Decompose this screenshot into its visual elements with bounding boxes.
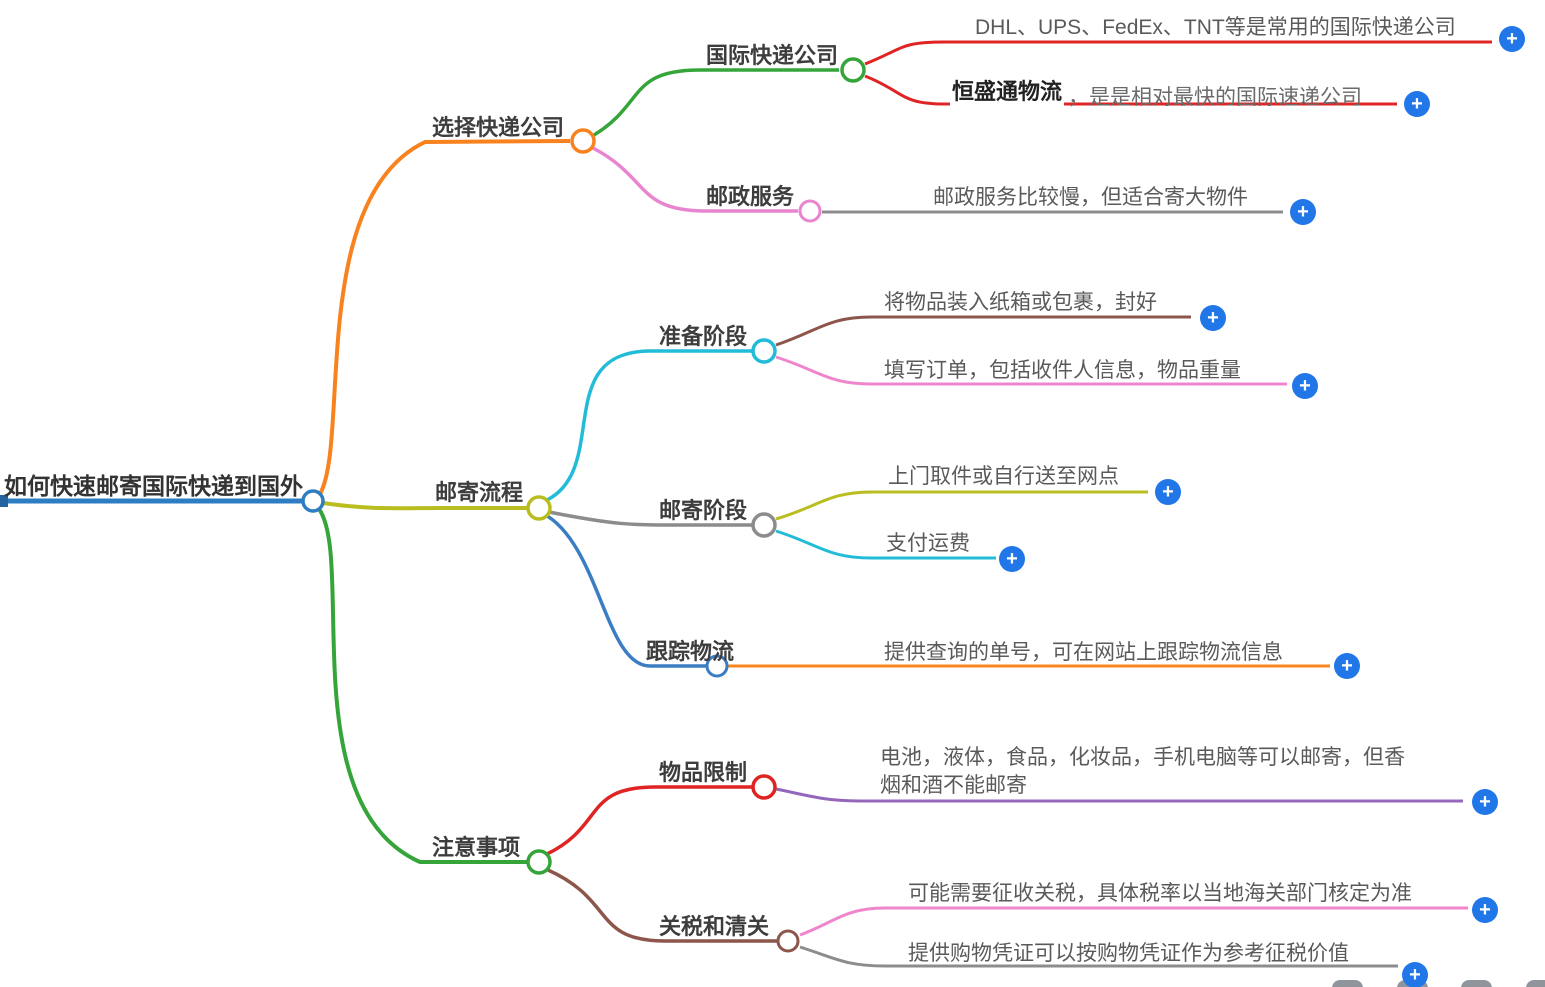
leaf-label-fill-order[interactable]: 填写订单，包括收件人信息，物品重量	[884, 359, 1241, 382]
branch-line-mail-process	[322, 501, 527, 511]
leaf-label-pay-freight[interactable]: 支付运费	[886, 532, 970, 555]
node-label-mail-process[interactable]: 邮寄流程	[435, 480, 524, 505]
node-toggle-notes[interactable]	[526, 849, 552, 875]
branch-line-tracking	[543, 512, 706, 668]
leaf-line-pay-freight	[775, 529, 996, 560]
add-child-button[interactable]: +	[1292, 373, 1318, 399]
leaf-label-postal-slow[interactable]: 邮政服务比较慢，但适合寄大物件	[933, 186, 1248, 209]
add-child-button[interactable]: +	[1472, 789, 1498, 815]
toolbar-button-partial[interactable]	[1526, 980, 1545, 987]
leaf-label-tracking-number[interactable]: 提供查询的单号，可在网站上跟踪物流信息	[884, 641, 1283, 664]
node-label-intl-courier[interactable]: 国际快递公司	[706, 43, 839, 68]
add-child-button[interactable]: +	[1402, 962, 1428, 987]
add-child-button[interactable]: +	[1404, 91, 1430, 117]
node-label-customs[interactable]: 关税和清关	[659, 914, 770, 939]
branch-line-intl-courier	[593, 68, 839, 137]
node-toggle-root[interactable]	[301, 489, 325, 513]
leaf-label-pack-box[interactable]: 将物品装入纸箱或包裹，封好	[884, 291, 1157, 314]
leaf-label-pickup[interactable]: 上门取件或自行送至网点	[888, 465, 1119, 488]
branch-line-notes	[317, 507, 527, 864]
leaf-label-receipt[interactable]: 提供购物凭证可以按购物凭证作为参考征税价值	[908, 942, 1349, 965]
node-toggle-tracking[interactable]	[705, 654, 729, 678]
add-child-button[interactable]: +	[1290, 199, 1316, 225]
branch-line-postal	[592, 146, 798, 213]
leaf-label-tariff[interactable]: 可能需要征收关税，具体税率以当地海关部门核定为准	[908, 882, 1412, 905]
add-child-button[interactable]: +	[1499, 26, 1525, 52]
node-label-choose-company[interactable]: 选择快递公司	[432, 115, 565, 140]
add-child-button[interactable]: +	[999, 546, 1025, 572]
node-toggle-prepare[interactable]	[751, 338, 777, 364]
node-label-item-restrictions[interactable]: 物品限制	[659, 760, 748, 785]
node-toggle-choose-company[interactable]	[570, 128, 596, 154]
node-toggle-mail-process[interactable]	[526, 495, 552, 521]
leaf-hengshengtong[interactable]: 恒盛通物流 ，是是相对最快的国际速递公司	[950, 74, 1362, 109]
leaf-label-hengshengtong-bold[interactable]: 恒盛通物流	[950, 74, 1065, 106]
leaf-line-receipt	[799, 945, 1398, 968]
add-child-button[interactable]: +	[1200, 305, 1226, 331]
leaf-label-dhl[interactable]: DHL、UPS、FedEx、TNT等是常用的国际快递公司	[975, 16, 1456, 39]
branch-line-mailing-stage	[548, 510, 752, 527]
leaf-line-hengshengtong	[864, 74, 1397, 106]
leaf-line-pickup	[775, 490, 1148, 521]
leaf-line-restricted-items	[775, 787, 1463, 803]
add-child-button[interactable]: +	[1155, 479, 1181, 505]
node-label-mailing-stage[interactable]: 邮寄阶段	[659, 498, 748, 523]
node-toggle-item-restrictions[interactable]	[751, 774, 777, 800]
root-line-cap	[0, 495, 8, 507]
node-toggle-intl-courier[interactable]	[840, 57, 866, 83]
branch-line-choose-company	[318, 139, 571, 495]
add-child-button[interactable]: +	[1472, 897, 1498, 923]
branch-line-item-restrictions	[546, 785, 752, 856]
node-label-notes[interactable]: 注意事项	[432, 835, 521, 860]
toolbar-button-partial[interactable]	[1332, 980, 1363, 987]
branch-line-prepare	[546, 349, 752, 502]
branch-line-customs	[547, 868, 777, 943]
toolbar-button-partial[interactable]	[1461, 980, 1492, 987]
node-label-postal[interactable]: 邮政服务	[706, 184, 795, 209]
leaf-label-hengshengtong-rest[interactable]: ，是是相对最快的国际速递公司	[1068, 86, 1363, 109]
root-node-label[interactable]: 如何快速邮寄国际快递到国外	[4, 473, 303, 499]
node-label-prepare[interactable]: 准备阶段	[659, 324, 748, 349]
node-toggle-postal[interactable]	[798, 199, 822, 223]
leaf-line-fill-order	[775, 355, 1287, 386]
leaf-line-pack-box	[775, 315, 1191, 347]
node-toggle-mailing-stage[interactable]	[751, 512, 777, 538]
node-toggle-customs[interactable]	[776, 929, 800, 953]
leaf-line-dhl	[864, 40, 1492, 66]
leaf-label-restricted-items[interactable]: 电池，液体，食品，化妆品，手机电脑等可以邮寄，但香烟和酒不能邮寄	[880, 746, 1405, 797]
node-label-tracking[interactable]: 跟踪物流	[646, 639, 735, 664]
add-child-button[interactable]: +	[1334, 653, 1360, 679]
leaf-line-tariff	[799, 906, 1468, 937]
